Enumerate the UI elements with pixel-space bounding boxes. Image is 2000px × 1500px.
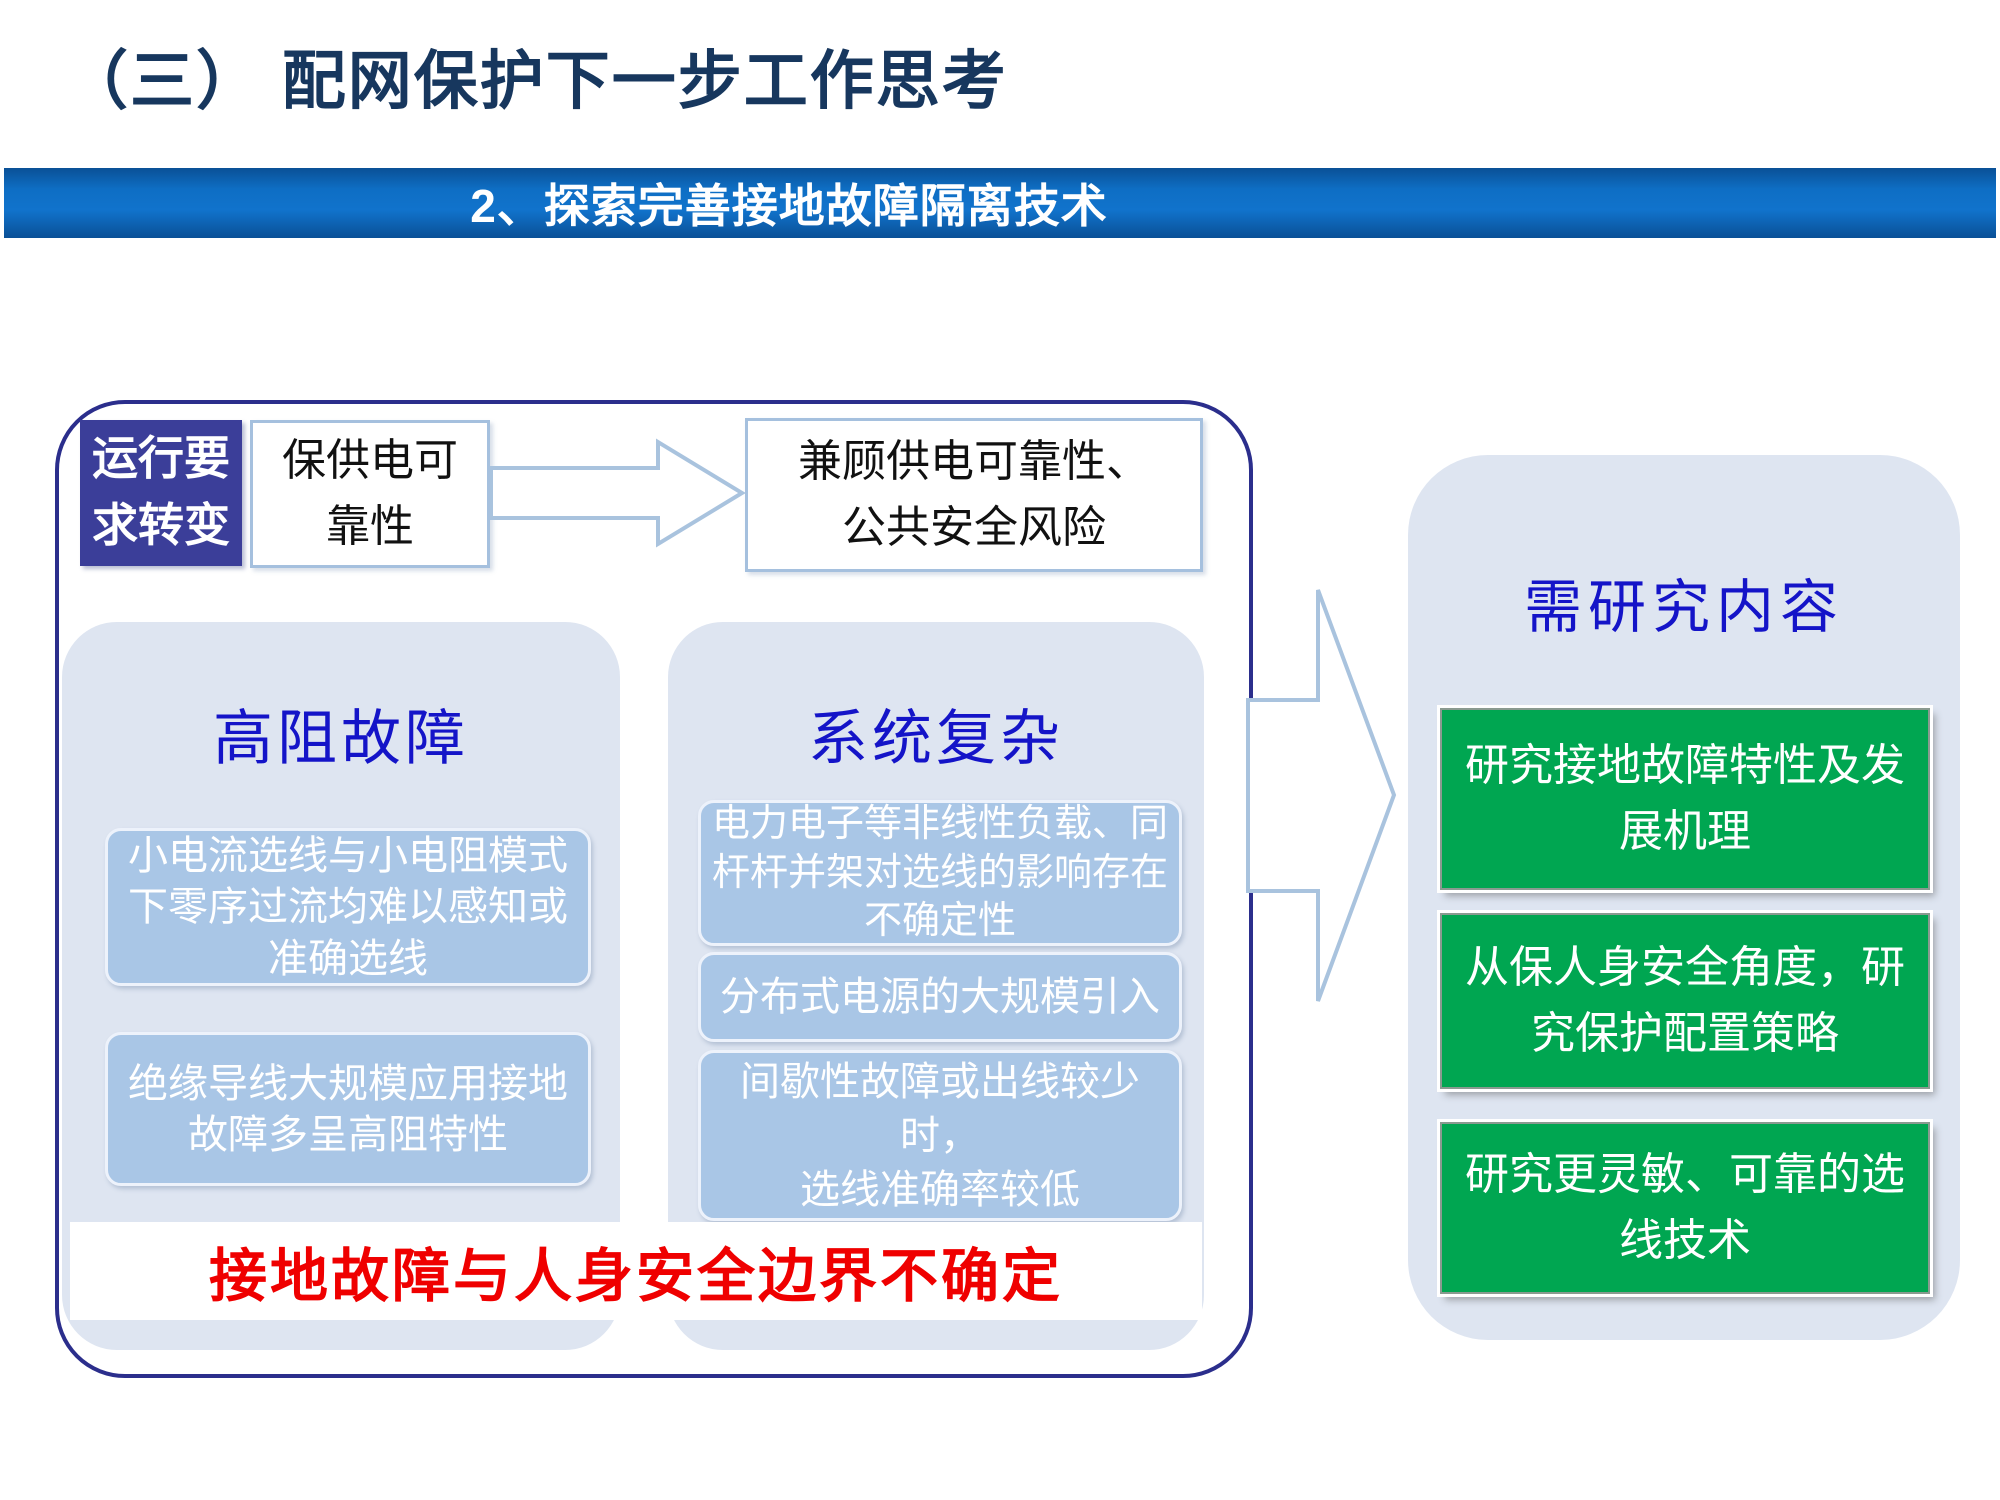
issue-small-current-selection: 小电流选线与小电阻模式 下零序过流均难以感知或 准确选线	[105, 828, 591, 986]
operation-requirement-tag: 运行要 求转变	[80, 420, 242, 566]
implication-arrow-icon	[1246, 589, 1397, 1002]
issue-distributed-generation: 分布式电源的大规模引入	[698, 952, 1182, 1042]
research-content-heading: 需研究内容	[1523, 575, 1844, 640]
issue-intermittent-fault: 间歇性故障或出线较少时， 选线准确率较低	[698, 1050, 1182, 1221]
conclusion-text: 接地故障与人身安全边界不确定	[208, 1244, 1063, 1309]
right-arrow-icon	[490, 438, 746, 548]
research-item-fault-characteristics: 研究接地故障特性及发 展机理	[1440, 708, 1930, 890]
requirement-after-box: 兼顾供电可靠性、 公共安全风险	[745, 418, 1203, 572]
research-item-line-selection: 研究更灵敏、可靠的选 线技术	[1440, 1122, 1930, 1294]
issue-insulated-conductor: 绝缘导线大规模应用接地 故障多呈高阻特性	[105, 1032, 591, 1186]
system-complexity-heading: 系统复杂	[808, 706, 1064, 772]
issue-power-electronics: 电力电子等非线性负载、同 杆杆并架对选线的影响存在 不确定性	[698, 800, 1182, 946]
section-banner-title: 2、探索完善接地故障隔离技术	[470, 180, 1108, 232]
page-title: （三） 配网保护下一步工作思考	[64, 45, 1008, 117]
high-resistance-fault-heading: 高阻故障	[213, 706, 469, 772]
section-banner: 2、探索完善接地故障隔离技术	[4, 168, 1996, 238]
conclusion-band: 接地故障与人身安全边界不确定	[70, 1222, 1202, 1320]
research-item-personal-safety: 从保人身安全角度，研 究保护配置策略	[1440, 913, 1930, 1089]
requirement-before-box: 保供电可 靠性	[250, 420, 490, 568]
